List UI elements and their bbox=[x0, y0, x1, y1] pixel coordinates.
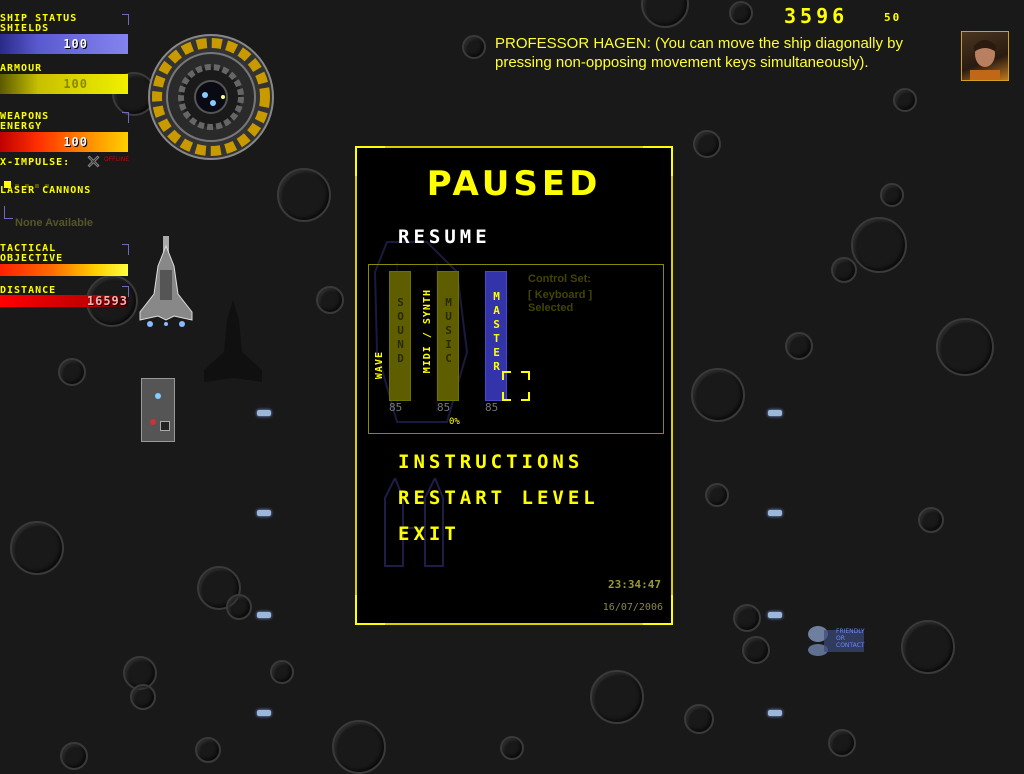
wave-label: WAVE bbox=[374, 351, 385, 380]
armour-bar: 100 bbox=[0, 74, 128, 94]
armour-label: ARMOUR bbox=[0, 63, 43, 74]
weapons-label: WEAPONS bbox=[0, 111, 50, 122]
music-slider[interactable]: MUSIC bbox=[437, 271, 459, 401]
selection-bracket bbox=[502, 371, 530, 401]
tactical-label: TACTICAL bbox=[0, 243, 57, 254]
friendly-contact-label: FRIENDLY OR CONTACT bbox=[836, 628, 865, 649]
master-slider[interactable]: MASTER bbox=[485, 271, 507, 401]
ximpulse-label: X-IMPULSE: bbox=[0, 157, 71, 168]
audio-settings-panel: SOUND WAVE 85 MUSIC MIDI / SYNTH 85 0% M… bbox=[368, 264, 664, 434]
shields-value: 100 bbox=[63, 37, 88, 51]
instructions-button[interactable]: INSTRUCTIONS bbox=[398, 451, 584, 473]
hud-tick bbox=[122, 112, 129, 123]
exit-button[interactable]: EXIT bbox=[398, 523, 460, 545]
corner bbox=[643, 595, 673, 625]
music-value: 85 bbox=[437, 401, 451, 414]
ximpulse-pips bbox=[4, 173, 49, 192]
hud-tick bbox=[122, 244, 129, 255]
corner bbox=[355, 146, 385, 176]
clock-time: 23:34:47 bbox=[608, 578, 661, 591]
score-value: 3596 bbox=[784, 4, 849, 28]
hud-tick bbox=[122, 14, 129, 25]
ship-shadow bbox=[202, 300, 264, 384]
shields-label: SHIELDS bbox=[0, 23, 50, 34]
hud-tick bbox=[122, 286, 129, 297]
control-set-option[interactable]: [ Keyboard ] bbox=[528, 289, 593, 301]
master-value: 85 bbox=[485, 401, 499, 414]
control-set-status: Selected bbox=[528, 302, 574, 314]
control-set-label: Control Set: bbox=[528, 273, 591, 285]
corner bbox=[355, 595, 385, 625]
resume-button[interactable]: RESUME bbox=[398, 226, 491, 248]
distance-value: 16593 bbox=[86, 294, 128, 308]
midi-synth-label: MIDI / SYNTH bbox=[422, 289, 433, 374]
percent-label: 0% bbox=[449, 417, 460, 427]
ship-status-label: SHIP STATUS bbox=[0, 13, 78, 24]
laser-branch-line bbox=[4, 206, 13, 219]
dialog-text: PROFESSOR HAGEN: (You can move the ship … bbox=[495, 35, 903, 71]
music-label: MUSIC bbox=[442, 296, 455, 366]
sound-label: SOUND bbox=[394, 296, 407, 366]
master-label: MASTER bbox=[490, 290, 503, 374]
distance-bar: 16593 bbox=[0, 294, 128, 308]
ximpulse-x-icon: ✕ bbox=[85, 152, 102, 174]
sound-value: 85 bbox=[389, 401, 403, 414]
energy-label: ENERGY bbox=[0, 121, 43, 132]
distance-label: DISTANCE bbox=[0, 285, 57, 296]
friendly-contact-icon: FRIENDLY OR CONTACT bbox=[806, 622, 870, 658]
powerup-pod-icon bbox=[141, 378, 175, 442]
blueprint-ship-icon-2 bbox=[377, 475, 457, 568]
armour-value: 100 bbox=[63, 77, 88, 91]
restart-level-button[interactable]: RESTART LEVEL bbox=[398, 487, 599, 509]
pause-title: PAUSED bbox=[426, 164, 602, 204]
score-sub: 50 bbox=[884, 11, 902, 24]
corner bbox=[643, 146, 673, 176]
laser-cannons-value: None Available bbox=[15, 217, 94, 229]
player-ship-icon bbox=[138, 236, 194, 328]
ximpulse-state: OFFLINE bbox=[104, 156, 130, 163]
radar-icon bbox=[147, 33, 275, 161]
professor-hagen-portrait bbox=[961, 31, 1009, 81]
energy-bar: 100 bbox=[0, 132, 128, 152]
clock-date: 16/07/2006 bbox=[602, 602, 663, 613]
shields-bar: 100 bbox=[0, 34, 128, 54]
sound-slider[interactable]: SOUND bbox=[389, 271, 411, 401]
energy-value: 100 bbox=[63, 135, 88, 149]
objective-label: OBJECTIVE bbox=[0, 253, 64, 264]
pause-menu: PAUSED RESUME SOUND WAVE 85 MUSIC MIDI /… bbox=[355, 146, 673, 625]
laser-cannons-label: LASER CANNONS bbox=[0, 185, 92, 196]
objective-bar bbox=[0, 264, 128, 276]
